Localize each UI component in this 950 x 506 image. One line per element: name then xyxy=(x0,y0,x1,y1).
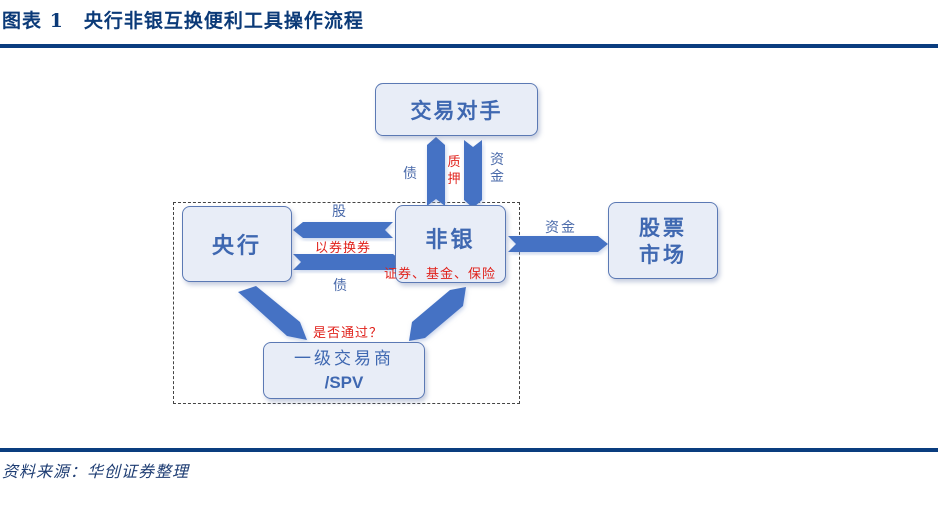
arrow-funds-right xyxy=(508,236,608,252)
arrow-bond-right xyxy=(293,254,403,270)
node-counterparty-label: 交易对手 xyxy=(410,97,503,123)
arrow-dealer-to-nonbank xyxy=(409,287,466,341)
node-central-bank: 央行 xyxy=(182,206,292,282)
label-equity: 股 xyxy=(332,204,346,220)
node-counterparty: 交易对手 xyxy=(375,83,538,136)
label-funds-down: 资金 xyxy=(490,152,504,185)
arrow-funds-down xyxy=(464,140,482,208)
label-bond-up: 债 xyxy=(403,166,417,182)
node-central-bank-label: 央行 xyxy=(211,233,262,259)
figure-title: 图表 1 央行非银互换便利工具操作流程 xyxy=(2,10,364,32)
arrow-equity-left xyxy=(293,222,393,238)
figure-source: 资料来源：华创证券整理 xyxy=(2,462,190,481)
label-swap: 以券换券 xyxy=(315,241,372,256)
title-rule xyxy=(0,44,938,48)
arrow-centralbank-to-dealer xyxy=(238,286,307,340)
node-stock-market-line2: 市场 xyxy=(639,241,687,267)
label-approval-question: 是否通过？ xyxy=(313,326,384,341)
arrow-bond-up xyxy=(427,137,445,206)
node-stock-market: 股票 市场 xyxy=(608,202,718,279)
label-pledge: 质押 xyxy=(447,155,461,187)
source-rule xyxy=(0,448,938,452)
label-funds-right: 资金 xyxy=(545,220,577,236)
label-bond-bottom: 债 xyxy=(333,278,347,294)
node-primary-dealer-line1: 一级交易商 xyxy=(294,348,394,369)
scope-dashed-boundary xyxy=(173,202,520,404)
node-nonbank: 非银 xyxy=(395,205,506,283)
label-nonbank-types: 证券、基金、保险 xyxy=(384,267,497,282)
node-primary-dealer: 一级交易商 /SPV xyxy=(263,342,425,399)
node-stock-market-line1: 股票 xyxy=(639,214,687,240)
node-primary-dealer-line2: /SPV xyxy=(324,372,364,392)
node-nonbank-label: 非银 xyxy=(425,227,476,253)
